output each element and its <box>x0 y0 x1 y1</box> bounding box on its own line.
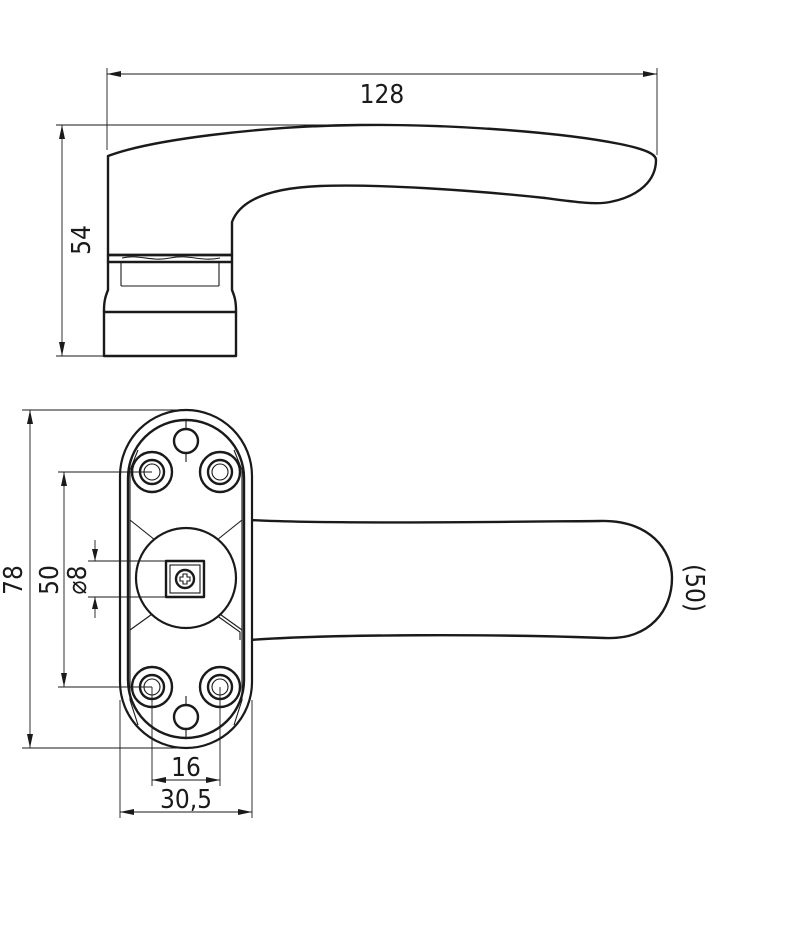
dim-8: ⌀8 <box>63 566 93 595</box>
front-view: 78 50 ⌀8 16 30,5 (50) <box>0 408 709 818</box>
dim-54: 54 <box>67 225 97 255</box>
dim-128: 128 <box>360 80 405 110</box>
side-view: 128 54 <box>56 68 658 358</box>
screw-hole-top-right <box>198 450 242 494</box>
central-boss <box>134 526 238 630</box>
diameter-symbol: ⌀ <box>63 580 93 594</box>
dim-8-value: 8 <box>63 566 93 581</box>
dim-16: 16 <box>171 753 201 783</box>
dim-30-5: 30,5 <box>160 785 212 815</box>
lever-side-outline <box>106 123 658 257</box>
lever-front-outline <box>248 518 674 642</box>
dim-78: 78 <box>0 565 29 595</box>
neck-side <box>102 260 238 358</box>
dim-50: 50 <box>35 565 65 595</box>
cross-screw-icon <box>174 568 196 590</box>
square-spindle <box>164 559 206 599</box>
dim-50-ref: (50) <box>679 564 709 612</box>
